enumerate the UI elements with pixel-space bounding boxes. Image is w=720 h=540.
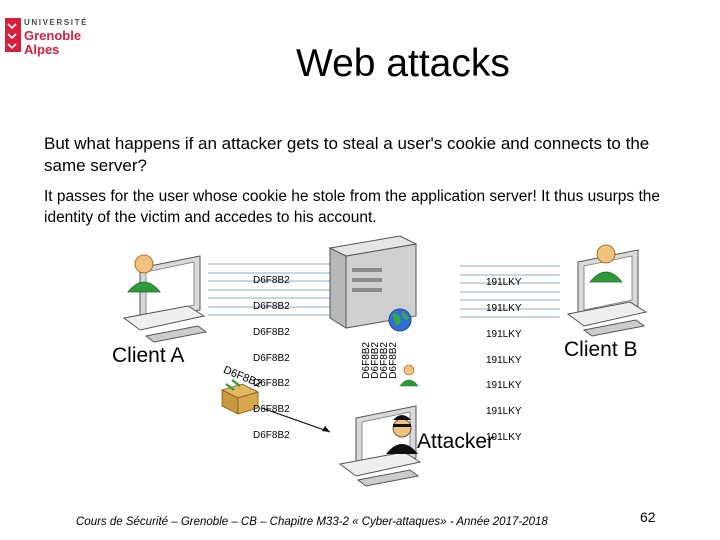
logo-line-3: Alpes [24,42,60,57]
logo-line-1: UNIVERSITÉ [24,18,89,27]
client-a-computer-icon [122,255,208,343]
stolen-cookie-stack: D6F8B2 D6F8B2 D6F8B2 D6F8B2 [361,342,414,402]
package-icon [220,379,260,415]
logo-mark-icon [5,18,21,52]
cookie-token: 191LKY [486,277,522,289]
globe-icon [388,308,412,332]
small-user-icon [399,364,419,387]
connection-lines-a [208,263,330,316]
client-b-computer-icon [566,249,648,337]
answer-text: It passes for the user whose cookie he s… [44,188,661,226]
cookie-token: D6F8B2 [253,275,290,287]
footer-text: Cours de Sécurité – Grenoble – CB – Chap… [76,516,548,528]
cookie-token: 191LKY [486,380,522,392]
client-b-user-icon [589,244,623,283]
cookie-token: 191LKY [486,431,522,443]
cookie-token: D6F8B2 [253,326,290,338]
page-number: 62 [640,509,656,525]
client-a-user-icon [127,254,161,293]
question-text: But what happens if an attacker gets to … [44,134,650,175]
attacker-label: Attacker [417,430,495,453]
cookie-token: 191LKY [486,406,522,418]
cookie-token: D6F8B2 [253,300,290,312]
cookie-token: 191LKY [486,328,522,340]
cookie-token: D6F8B2 [253,352,290,364]
slide-title: Web attacks [296,42,510,85]
connection-lines-b [460,265,560,318]
cookie-token: D6F8B2 [253,378,290,390]
client-b-cookie-stack: 191LKY 191LKY 191LKY 191LKY 191LKY 191LK… [486,262,522,451]
cookie-token: D6F8B2 [253,429,290,441]
client-a-label: Client A [112,344,185,367]
server-icon [328,235,418,329]
theft-arrow [261,407,331,433]
attacker-icon [386,415,418,454]
cookie-token: 191LKY [486,302,522,314]
logo-line-2: Grenoble [24,28,82,43]
cookie-token: D6F8B2 [253,404,290,416]
client-b-label: Client B [564,338,638,361]
cookie-token: 191LKY [486,354,522,366]
university-logo: UNIVERSITÉ Grenoble Alpes [4,4,114,57]
stolen-cookie-token: D6F8B2 [388,342,399,379]
client-a-cookie-stack: D6F8B2 D6F8B2 D6F8B2 D6F8B2 D6F8B2 D6F8B… [253,260,290,449]
